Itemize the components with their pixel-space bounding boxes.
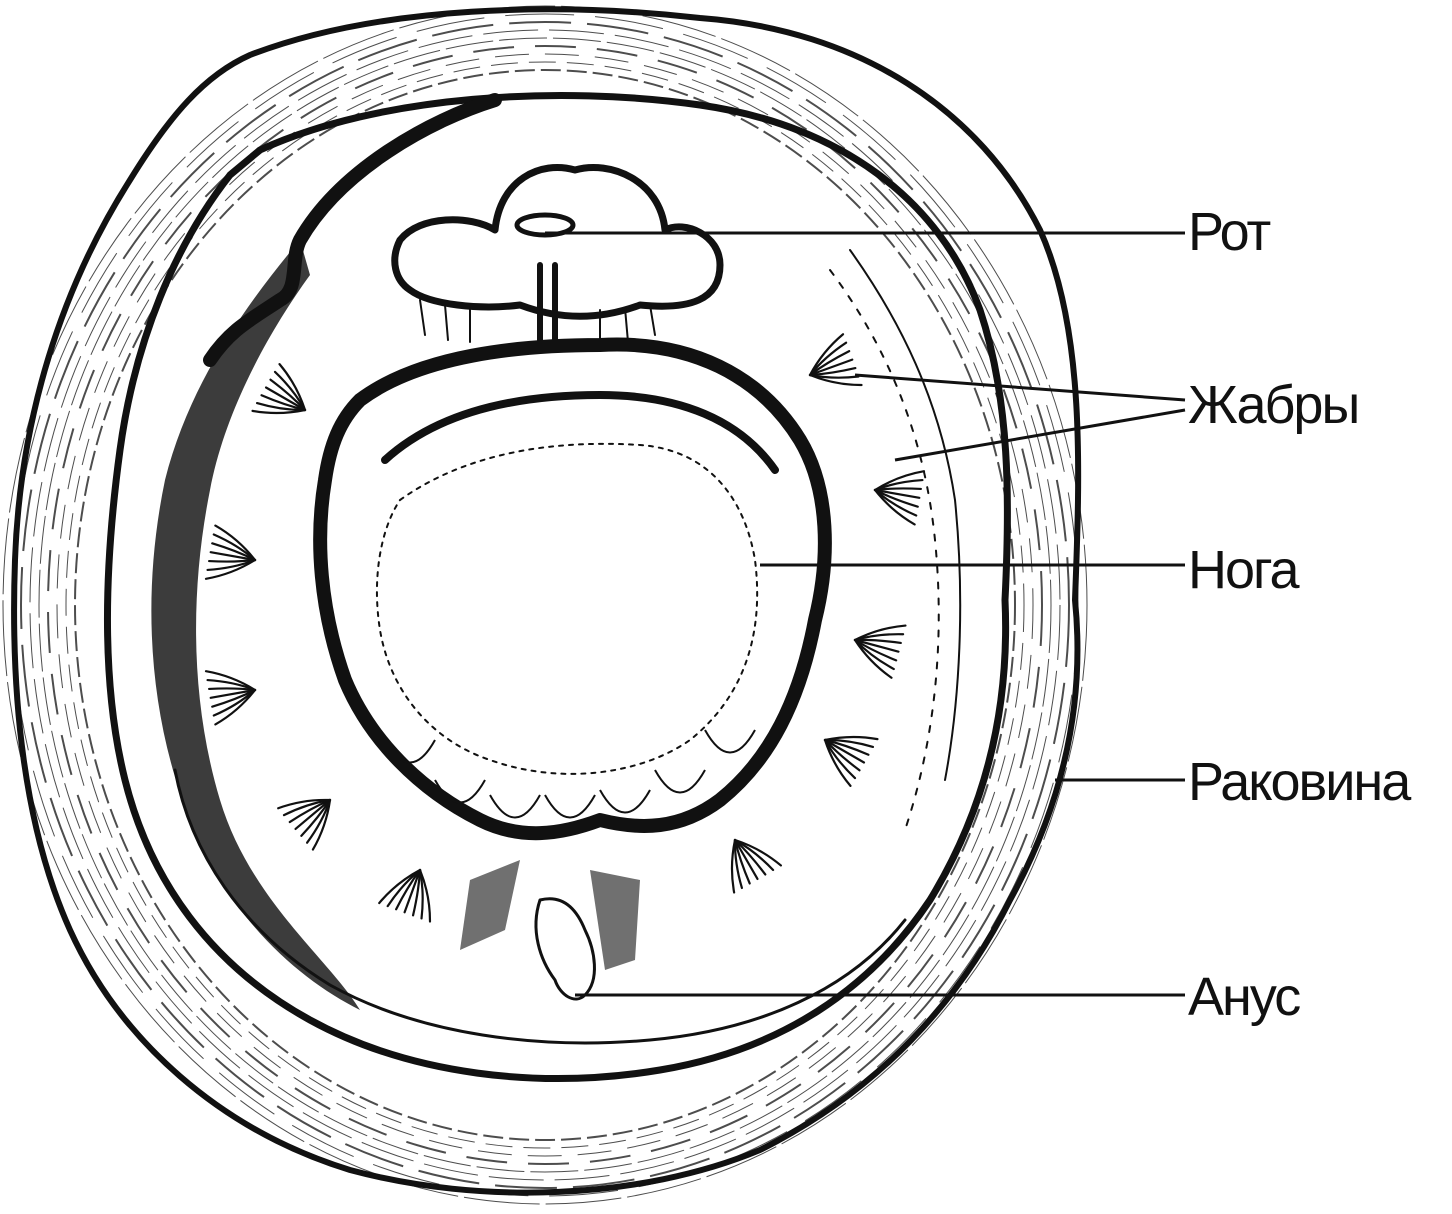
posterior bbox=[460, 860, 640, 999]
gill-tuft bbox=[812, 717, 878, 786]
head bbox=[395, 168, 720, 346]
label-gills: Жабры bbox=[1188, 375, 1358, 435]
leader-gills-upper bbox=[855, 375, 1185, 400]
labels: Рот Жабры Нога Раковина Анус bbox=[1188, 202, 1412, 1027]
label-mouth: Рот bbox=[1188, 202, 1270, 262]
shell-growth-ring bbox=[66, 62, 1024, 1148]
gill-tuft bbox=[253, 364, 319, 433]
shell-growth-ring bbox=[75, 70, 1015, 1140]
leader-gills-lower bbox=[895, 410, 1185, 460]
gill-tuft bbox=[206, 663, 260, 724]
gill-tuft bbox=[278, 779, 347, 849]
foot-lobe bbox=[545, 795, 595, 818]
gill-tuft bbox=[801, 334, 862, 400]
label-foot: Нога bbox=[1188, 540, 1301, 600]
foot-lobe bbox=[705, 730, 755, 753]
foot-lobe bbox=[490, 795, 540, 818]
shell-growth-ring bbox=[57, 54, 1033, 1156]
mantle bbox=[151, 100, 960, 1043]
label-anus: Анус bbox=[1188, 967, 1300, 1027]
foot bbox=[320, 345, 825, 834]
foot-lobe bbox=[655, 770, 705, 793]
foot-lobe bbox=[600, 790, 650, 813]
gill-tuft bbox=[712, 827, 781, 893]
gill-tuft bbox=[870, 463, 924, 524]
gill-tuft bbox=[206, 526, 260, 587]
gill-tuft bbox=[848, 614, 905, 678]
label-shell: Раковина bbox=[1188, 752, 1412, 812]
gill-tuft bbox=[379, 861, 445, 922]
